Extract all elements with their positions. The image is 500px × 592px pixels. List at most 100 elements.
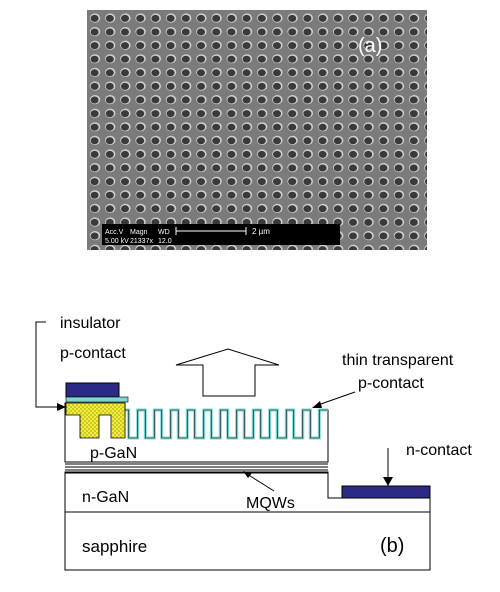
sem-hole <box>288 246 297 250</box>
sem-hole <box>409 82 418 90</box>
sem-hole <box>303 55 312 63</box>
sem-hole <box>394 150 403 158</box>
sem-hole <box>121 246 129 250</box>
sem-hole <box>333 178 342 186</box>
sem-hole <box>166 246 175 250</box>
sem-hole <box>349 137 357 145</box>
sem-hole <box>90 218 99 226</box>
sem-hole <box>349 123 357 131</box>
sem-hole <box>333 96 342 104</box>
sem-hole <box>227 69 236 77</box>
sem-hole <box>90 232 99 240</box>
sem-hole <box>212 110 221 118</box>
sem-hole <box>121 82 129 90</box>
sem-hole <box>166 82 175 90</box>
sem-hole <box>212 42 221 50</box>
sem-hole <box>197 123 205 131</box>
sem-hole <box>273 246 281 250</box>
sem-hole <box>409 164 418 172</box>
sem-hole <box>90 69 99 77</box>
sem-hole <box>166 164 175 172</box>
sem-hole <box>181 42 190 50</box>
sem-hole <box>90 110 99 118</box>
sem-hole <box>227 82 236 90</box>
sem-hole <box>394 28 403 36</box>
insulator-label: insulator <box>60 315 121 332</box>
sem-hole <box>257 96 266 104</box>
p-contact-label: p-contact <box>60 345 126 362</box>
thin-contact-arrow <box>312 391 356 408</box>
sem-hole <box>227 164 236 172</box>
sem-hole <box>242 123 251 131</box>
sem-hole <box>349 150 357 158</box>
mqws-arrow <box>243 471 275 492</box>
sem-hole <box>242 150 251 158</box>
sem-hole <box>257 246 266 250</box>
sem-hole <box>425 56 427 63</box>
sem-hole <box>379 218 388 226</box>
sem-hole <box>425 15 427 22</box>
sem-hole <box>303 110 312 118</box>
sem-hole <box>151 123 160 131</box>
sem-hole <box>136 82 145 90</box>
sem-hole <box>151 164 160 172</box>
sem-hole <box>394 69 403 77</box>
sem-hole <box>425 69 427 76</box>
sem-hole <box>394 246 403 250</box>
sem-hole <box>197 205 205 213</box>
sem-hole <box>288 137 297 145</box>
sem-hole <box>121 110 129 118</box>
sem-hole <box>227 28 236 36</box>
sem-hole <box>212 191 221 199</box>
sem-hole <box>425 178 427 185</box>
sem-hole <box>273 178 281 186</box>
sem-hole <box>90 164 99 172</box>
sem-hole <box>181 55 190 63</box>
sem-hole <box>257 28 266 36</box>
sem-hole <box>227 110 236 118</box>
sem-hole <box>379 28 388 36</box>
sem-hole <box>121 137 129 145</box>
sem-hole <box>242 246 251 250</box>
sem-hole <box>379 110 388 118</box>
sem-hole <box>364 191 373 199</box>
sem-hole <box>273 28 281 36</box>
sem-hole <box>90 14 99 22</box>
sem-hole <box>105 42 114 50</box>
sem-hole <box>136 14 145 22</box>
sem-hole <box>105 110 114 118</box>
sem-hole <box>166 14 175 22</box>
sem-hole <box>181 191 190 199</box>
sem-hole <box>288 123 297 131</box>
sem-hole <box>349 191 357 199</box>
sem-hole <box>166 96 175 104</box>
sem-hole <box>212 96 221 104</box>
sem-hole <box>303 191 312 199</box>
sem-hole <box>425 246 427 250</box>
sem-hole <box>151 246 160 250</box>
sem-hole <box>364 150 373 158</box>
sem-hole <box>136 96 145 104</box>
sem-hole <box>394 123 403 131</box>
sem-hole <box>409 110 418 118</box>
sem-hole <box>105 28 114 36</box>
sem-hole <box>288 69 297 77</box>
sem-hole <box>197 55 205 63</box>
sem-hole <box>181 14 190 22</box>
sem-hole <box>425 192 427 199</box>
sem-hole <box>90 82 99 90</box>
sem-hole <box>212 178 221 186</box>
sem-hole <box>121 14 129 22</box>
sem-hole <box>349 28 357 36</box>
sem-hole <box>379 82 388 90</box>
sem-hole <box>166 191 175 199</box>
sem-hole <box>197 42 205 50</box>
sem-hole <box>166 205 175 213</box>
sem-hole <box>242 96 251 104</box>
sem-hole <box>257 191 266 199</box>
sem-hole <box>288 164 297 172</box>
sem-hole <box>364 55 373 63</box>
sem-hole <box>105 123 114 131</box>
sem-hole <box>425 83 427 90</box>
sem-hole <box>212 123 221 131</box>
